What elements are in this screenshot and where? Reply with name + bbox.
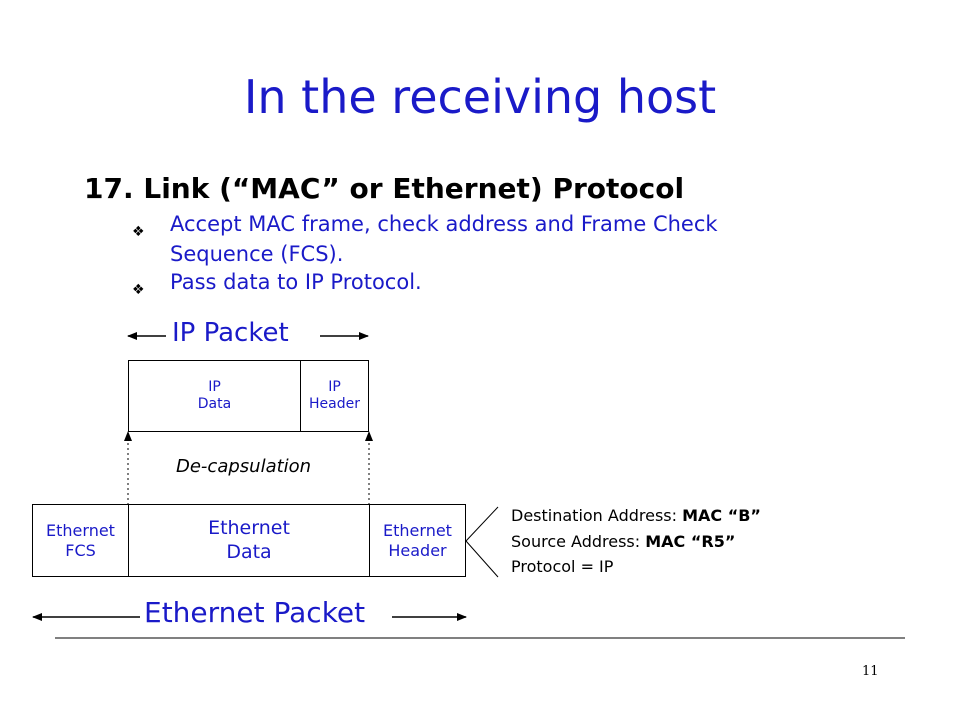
bullet-1-line-1: Accept MAC frame, check address and Fram… — [170, 212, 718, 236]
decap-left-arrowhead — [124, 431, 132, 441]
bullet-2-line-1: Pass data to IP Protocol. — [170, 270, 422, 294]
callout-line-top — [465, 506, 499, 542]
callout-line-bottom — [465, 540, 499, 578]
eth-fcs-line-2: FCS — [65, 540, 96, 560]
ip-header-box: IP Header — [300, 360, 369, 432]
eth-header-line-2: Header — [388, 540, 447, 560]
slide-title: In the receiving host — [243, 70, 717, 124]
bullet-diamond-icon: ❖ — [132, 282, 145, 298]
eth-fcs-box: Ethernet FCS — [32, 504, 129, 577]
dest-address-row: Destination Address: MAC “B” — [511, 506, 761, 525]
decap-right-arrowhead — [365, 431, 373, 441]
ip-data-box: IP Data — [128, 360, 301, 432]
ethernet-packet-label: Ethernet Packet — [140, 596, 370, 629]
src-address-label: Source Address: — [511, 532, 646, 551]
bullet-diamond-icon: ❖ — [132, 224, 145, 240]
eth-data-box: Ethernet Data — [128, 504, 370, 577]
bullet-1-line-2: Sequence (FCS). — [170, 242, 344, 266]
eth-data-line-2: Data — [226, 540, 272, 563]
eth-data-line-1: Ethernet — [208, 516, 290, 539]
eth-header-box: Ethernet Header — [369, 504, 466, 577]
ip-packet-label: IP Packet — [166, 318, 295, 348]
src-address-value: MAC “R5” — [645, 532, 736, 551]
page-number: 11 — [862, 664, 879, 679]
ip-data-line-1: IP — [208, 378, 221, 395]
eth-fcs-line-1: Ethernet — [46, 520, 115, 540]
eth-header-line-1: Ethernet — [383, 520, 452, 540]
ip-header-line-1: IP — [328, 378, 341, 395]
ip-data-line-2: Data — [197, 396, 232, 412]
src-address-row: Source Address: MAC “R5” — [511, 532, 735, 551]
ip-header-line-2: Header — [309, 396, 360, 412]
section-heading: 17. Link (“MAC” or Ethernet) Protocol — [84, 172, 685, 205]
dest-address-label: Destination Address: — [511, 506, 683, 525]
protocol-row: Protocol = IP — [511, 557, 614, 576]
dest-address-value: MAC “B” — [682, 506, 761, 525]
decapsulation-label: De-capsulation — [176, 456, 312, 477]
